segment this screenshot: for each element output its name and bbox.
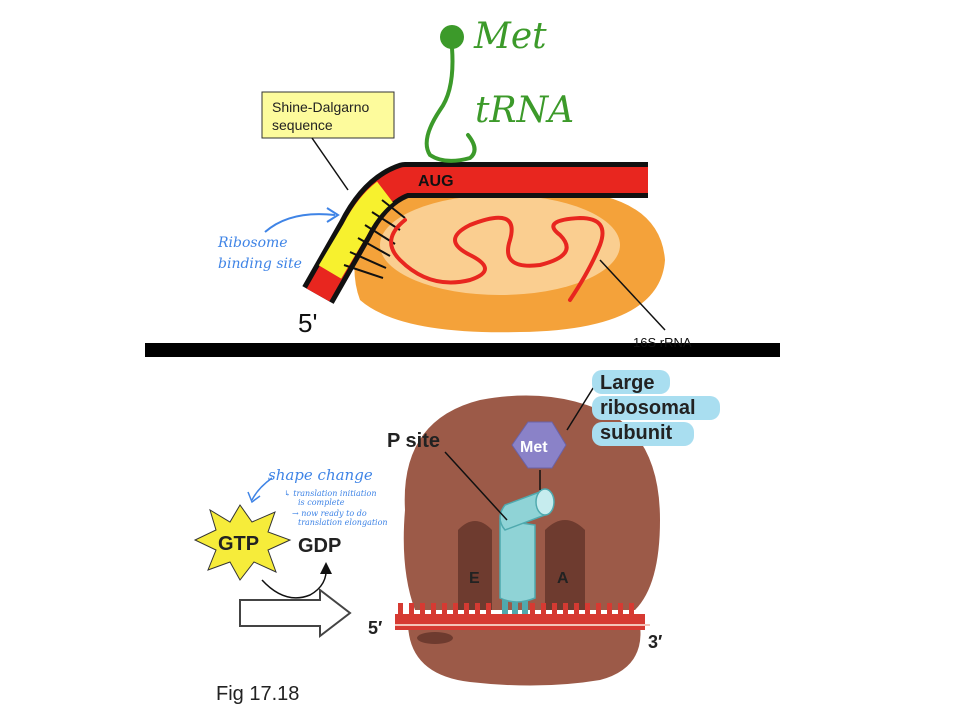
- five-prime-bottom-label: 5′: [368, 618, 382, 638]
- large-subunit-leader: [566, 384, 596, 431]
- trna-stroke: [424, 46, 477, 163]
- shape-change-arrowhead: [247, 491, 261, 504]
- panel-divider: [145, 343, 780, 357]
- large-subunit-label-line2: ribosomal: [600, 397, 696, 419]
- gdp-label: GDP: [298, 535, 341, 557]
- note-line4: translation elongation: [298, 518, 388, 527]
- sd-callout-line1: Shine-Dalgarno: [272, 99, 369, 115]
- p-site-trna: [499, 488, 555, 614]
- rbs-arrow: [264, 213, 336, 233]
- small-ribosomal-subunit-bottom: [408, 625, 641, 686]
- figure-label: Fig 17.18: [216, 683, 299, 705]
- p-site-label: P site: [387, 430, 440, 452]
- subunit-shading: [417, 632, 453, 644]
- rrna-squiggle: [389, 215, 605, 302]
- gtp-label: GTP: [218, 533, 259, 555]
- gtp-star: [193, 504, 292, 581]
- met-ball: [440, 25, 464, 49]
- a-site-tunnel: [545, 520, 585, 610]
- trna-handwritten-label: tRNA: [475, 90, 574, 131]
- met-hexagon: [511, 421, 567, 469]
- met-handwritten-label: Met: [473, 16, 547, 57]
- process-arrow: [239, 587, 352, 639]
- note-line2: is complete: [298, 498, 345, 507]
- e-site-tunnel: [458, 521, 492, 610]
- note-line1: ↳ translation initiation: [284, 489, 376, 498]
- e-site-label: E: [469, 570, 480, 587]
- rrna-leader-line: [599, 259, 666, 331]
- label-highlight: [592, 370, 720, 446]
- sd-callout-line2: sequence: [272, 117, 333, 133]
- rrna-label: 16S rRNA: [633, 335, 692, 350]
- note-line3: → now ready to do: [292, 509, 367, 518]
- rbs-arrowhead: [326, 207, 340, 223]
- three-prime-bottom-label: 3′: [648, 632, 662, 652]
- met-hexagon-label: Met: [520, 439, 548, 456]
- sd-leader-line: [311, 137, 349, 191]
- large-subunit-label-line3: subunit: [600, 422, 673, 444]
- p-site-leader: [444, 451, 508, 521]
- a-site-label: A: [557, 570, 569, 587]
- aug-codon-label: AUG: [418, 173, 454, 190]
- top-panel: [145, 25, 780, 357]
- mrna-teeth: [398, 603, 634, 615]
- gtp-gdp-arc: [261, 565, 327, 599]
- base-pair-lines: [343, 199, 406, 279]
- shine-dalgarno-segment: [318, 181, 394, 279]
- sd-callout-box: [261, 91, 395, 139]
- rbs-label-line1: Ribosome: [217, 235, 288, 251]
- bottom-panel: [193, 370, 720, 686]
- mrna-bar: [395, 614, 645, 630]
- five-prime-top-label: 5': [298, 308, 317, 338]
- shape-change-note: shape change: [268, 466, 373, 484]
- gtp-gdp-arrowhead: [320, 562, 332, 574]
- rbs-label-line2: binding site: [218, 256, 302, 272]
- shape-change-arrow: [251, 477, 273, 501]
- large-subunit-label-line1: Large: [600, 372, 654, 394]
